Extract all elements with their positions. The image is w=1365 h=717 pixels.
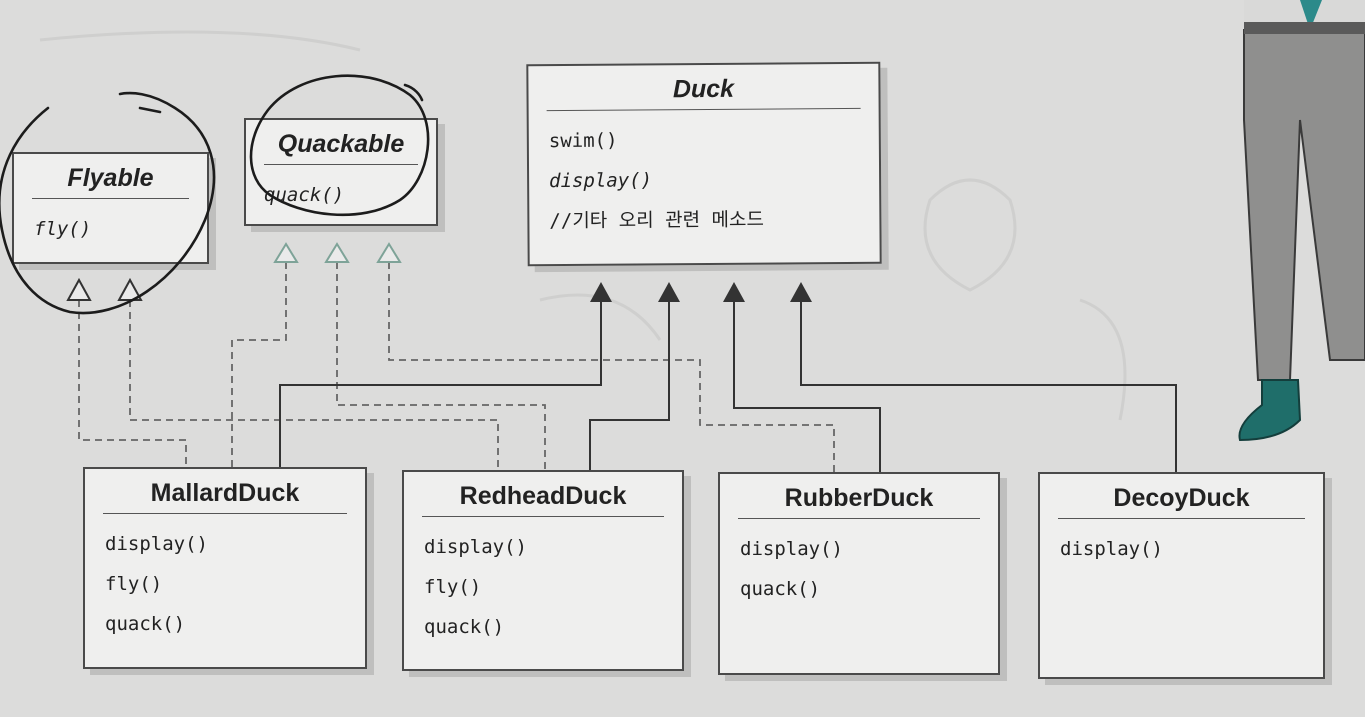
person-illustration <box>1238 0 1365 442</box>
method: fly() <box>105 573 163 595</box>
divider <box>264 164 418 165</box>
method: fly() <box>34 218 92 240</box>
implements-arrowheads <box>66 242 402 301</box>
method: quack() <box>264 184 345 206</box>
class-name: RedheadDuck <box>459 482 627 510</box>
inherits-arrowheads <box>590 282 812 302</box>
class-name: Flyable <box>67 164 154 192</box>
method: display() <box>424 536 527 558</box>
method: quack() <box>105 613 186 635</box>
method-list: fly() <box>14 199 207 249</box>
method-list: quack() <box>246 165 436 215</box>
divider <box>1058 518 1305 519</box>
redhead-duck-class: RedheadDuck display() fly() quack() <box>402 470 684 671</box>
method: display() <box>105 533 208 555</box>
class-name: DecoyDuck <box>1113 484 1250 512</box>
class-name: MallardDuck <box>150 479 300 507</box>
method: fly() <box>424 576 482 598</box>
method: quack() <box>424 616 505 638</box>
divider <box>738 518 980 519</box>
method-list: display() fly() quack() <box>404 517 682 647</box>
implements-links <box>78 262 835 472</box>
method: display() <box>740 538 843 560</box>
rubber-duck-class: RubberDuck display() quack() <box>718 472 1000 675</box>
quackable-interface: Quackable quack() <box>244 118 438 226</box>
method-list: display() <box>1040 519 1323 569</box>
class-name: Quackable <box>277 130 405 158</box>
method: display() <box>1060 538 1163 560</box>
divider <box>103 513 347 514</box>
method: quack() <box>740 578 821 600</box>
method-list: display() quack() <box>720 519 998 609</box>
decoy-duck-class: DecoyDuck display() <box>1038 472 1325 679</box>
inherits-links <box>279 300 1177 472</box>
divider <box>32 198 189 199</box>
method-list: display() fly() quack() <box>85 514 365 644</box>
class-name: RubberDuck <box>784 484 934 512</box>
divider <box>422 516 664 517</box>
mallard-duck-class: MallardDuck display() fly() quack() <box>83 467 367 669</box>
